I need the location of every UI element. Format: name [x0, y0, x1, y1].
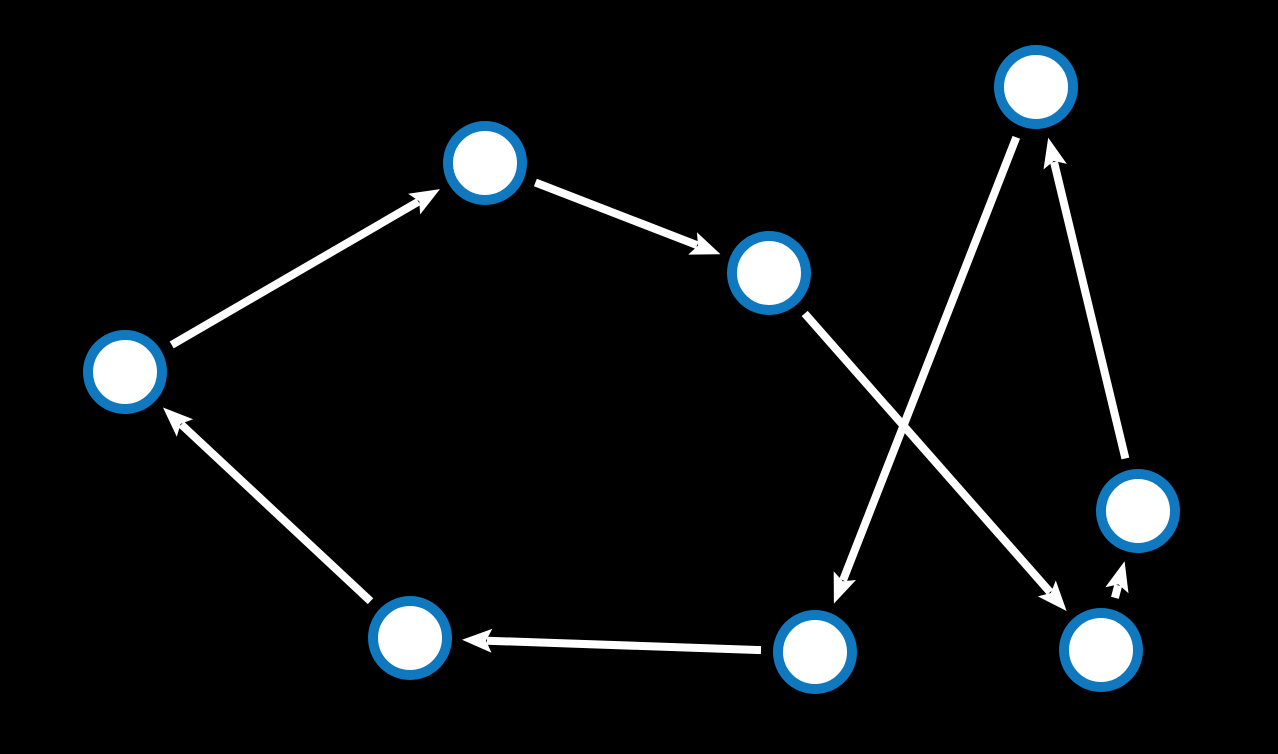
arrowhead-icon — [163, 407, 194, 437]
graph-node-center — [727, 231, 811, 315]
edge-shaft — [1111, 584, 1123, 599]
arrowhead-icon — [833, 571, 856, 604]
graph-node-bottom-right — [1059, 608, 1143, 692]
arrowhead-icon — [1043, 137, 1067, 170]
edge-shaft — [178, 421, 374, 605]
graph-node-right — [1096, 469, 1180, 553]
edge-shaft — [169, 198, 421, 349]
graph-edge-node-left-to-node-upper-left — [169, 189, 440, 349]
edge-shaft — [1050, 160, 1130, 460]
graph-edge-node-bottom-right-to-node-right — [1105, 561, 1129, 599]
edge-shaft — [801, 310, 1054, 595]
graph-node-top-right — [994, 45, 1078, 129]
graph-node-bottom-middle — [773, 610, 857, 694]
graph-node-left — [83, 330, 167, 414]
graph-node-bottom-left — [368, 596, 452, 680]
arrowhead-icon — [408, 189, 440, 215]
graph-edge-node-center-to-node-bottom-right — [801, 310, 1067, 611]
graph-edge-node-bottom-middle-to-node-bottom-left — [462, 628, 762, 655]
edge-shaft — [533, 178, 699, 249]
graph-edge-node-top-right-to-node-bottom-middle — [833, 135, 1021, 604]
arrowhead-icon — [462, 628, 493, 653]
graph-edge-node-right-to-node-top-right — [1043, 137, 1130, 460]
arrowhead-icon — [688, 232, 721, 255]
graph-node-upper-left — [443, 121, 527, 205]
arrowhead-icon — [1105, 561, 1129, 594]
graph-edge-node-bottom-left-to-node-left — [163, 407, 374, 605]
arrowhead-icon — [1037, 580, 1067, 611]
edge-shaft — [486, 636, 762, 655]
graph-edge-node-upper-left-to-node-center — [533, 178, 721, 255]
edge-shaft — [839, 135, 1021, 582]
